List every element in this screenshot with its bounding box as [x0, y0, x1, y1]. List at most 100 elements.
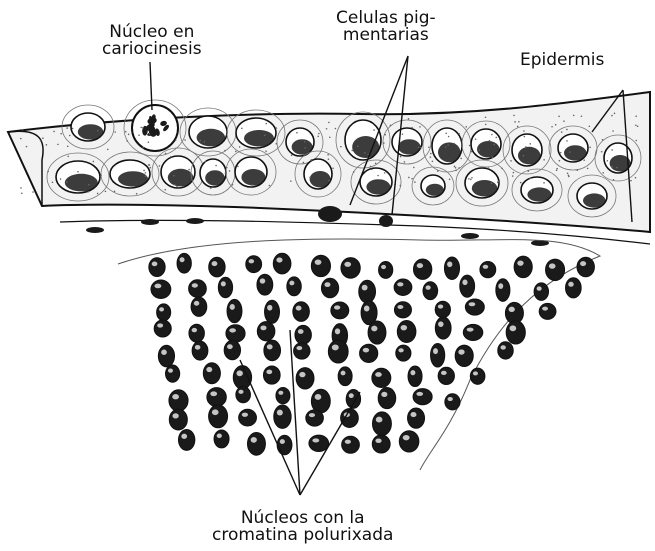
dermal-nucleus	[224, 340, 240, 359]
nucleus-highlight	[206, 367, 212, 372]
nucleus-highlight	[462, 280, 467, 286]
dermal-nucleus	[396, 345, 411, 361]
nucleus-highlight	[277, 410, 283, 416]
cytoplasm-speckle	[136, 193, 138, 195]
dermal-nucleus	[455, 345, 473, 366]
cytoplasm-speckle	[587, 168, 589, 170]
dermal-nucleus	[236, 387, 251, 403]
nucleus-highlight	[210, 391, 217, 396]
nucleus-highlight	[349, 393, 354, 398]
cytoplasm-speckle	[204, 161, 206, 163]
cytoplasm-speckle	[524, 136, 526, 138]
nucleus-chromatin	[583, 193, 606, 207]
cytoplasm-speckle	[373, 129, 375, 131]
nucleus-highlight	[154, 284, 161, 289]
cytoplasm-speckle	[265, 150, 267, 152]
label-line: mentarias	[336, 27, 436, 44]
nucleus-highlight	[194, 301, 200, 306]
cytoplasm-speckle	[601, 151, 603, 153]
nucleus-chromatin	[197, 129, 226, 147]
cytoplasm-speckle	[20, 187, 22, 189]
cytoplasm-speckle	[22, 129, 24, 131]
cytoplasm-speckle	[573, 115, 575, 117]
nucleus-highlight	[227, 344, 233, 349]
nucleus-highlight	[416, 392, 423, 396]
cytoplasm-speckle	[251, 184, 253, 186]
cytoplasm-speckle	[510, 160, 512, 162]
nucleus-chromatin	[241, 169, 265, 186]
cytoplasm-speckle	[471, 151, 473, 153]
cytoplasm-speckle	[304, 141, 306, 143]
cytoplasm-speckle	[470, 179, 472, 181]
nucleus-highlight	[251, 437, 257, 443]
dermal-nucleus	[463, 324, 483, 340]
dermal-nucleus	[203, 363, 220, 384]
cytoplasm-speckle	[469, 145, 471, 147]
cytoplasm-speckle	[100, 174, 102, 176]
cytoplasm-speckle	[471, 177, 473, 179]
cytoplasm-speckle	[226, 167, 228, 169]
cytoplasm-speckle	[140, 127, 142, 129]
nucleus-highlight	[309, 413, 315, 417]
nucleus-highlight	[345, 440, 351, 444]
cytoplasm-speckle	[97, 130, 99, 132]
nucleus-chromatin	[438, 142, 461, 162]
cytoplasm-speckle	[430, 156, 432, 158]
nucleus-chromatin	[477, 141, 500, 158]
cytoplasm-speckle	[143, 170, 145, 172]
cytoplasm-speckle	[408, 177, 410, 179]
nucleus-highlight	[410, 370, 415, 375]
dermal-nucleus	[496, 279, 510, 302]
cytoplasm-speckle	[518, 121, 520, 123]
cytoplasm-speckle	[479, 149, 481, 151]
cytoplasm-speckle	[47, 171, 49, 173]
cytoplasm-speckle	[559, 160, 561, 162]
dermal-nucleus	[328, 340, 348, 363]
cytoplasm-speckle	[420, 147, 422, 149]
cytoplasm-speckle	[523, 155, 525, 157]
cytoplasm-speckle	[328, 180, 330, 182]
dermal-nucleus	[273, 253, 291, 274]
dermal-nucleus	[331, 302, 349, 319]
cytoplasm-speckle	[149, 167, 151, 169]
cytoplasm-speckle	[630, 180, 632, 182]
cytoplasm-speckle	[555, 124, 557, 126]
cytoplasm-speckle	[235, 151, 237, 153]
cytoplasm-speckle	[614, 113, 616, 115]
nucleus-highlight	[438, 305, 443, 309]
cytoplasm-speckle	[20, 138, 22, 140]
cytoplasm-speckle	[264, 134, 266, 136]
nucleus-highlight	[161, 350, 167, 355]
cytoplasm-speckle	[114, 131, 116, 133]
nucleus-highlight	[276, 257, 282, 262]
nucleus-highlight	[509, 307, 515, 312]
cytoplasm-speckle	[309, 176, 311, 178]
nucleus-highlight	[473, 371, 478, 375]
dermal-nucleus	[149, 258, 165, 277]
cytoplasm-speckle	[138, 134, 140, 136]
dermal-nucleus	[470, 368, 485, 384]
dermal-nucleus	[295, 325, 311, 344]
dermal-nucleus	[158, 345, 174, 367]
nucleus-highlight	[230, 304, 235, 310]
dermal-nucleus	[445, 394, 460, 410]
cytoplasm-speckle	[455, 167, 457, 169]
cytoplasm-speckle	[384, 172, 386, 174]
nucleus-highlight	[334, 305, 340, 309]
cytoplasm-speckle	[419, 126, 421, 128]
cytoplasm-speckle	[520, 182, 522, 184]
cytoplasm-speckle	[40, 140, 42, 142]
nucleus-highlight	[517, 260, 523, 265]
cytoplasm-speckle	[332, 167, 334, 169]
nucleus-highlight	[238, 390, 243, 394]
cytoplasm-speckle	[567, 172, 569, 174]
nucleus-highlight	[448, 397, 453, 401]
nucleus-highlight	[510, 325, 517, 331]
dermal-nucleus	[154, 320, 171, 337]
nucleus-chromatin	[426, 184, 444, 196]
cytoplasm-speckle	[399, 185, 401, 187]
label-epidermis: Epidermis	[520, 52, 604, 69]
cytoplasm-speckle	[558, 116, 560, 118]
dermal-nucleus	[166, 365, 180, 382]
